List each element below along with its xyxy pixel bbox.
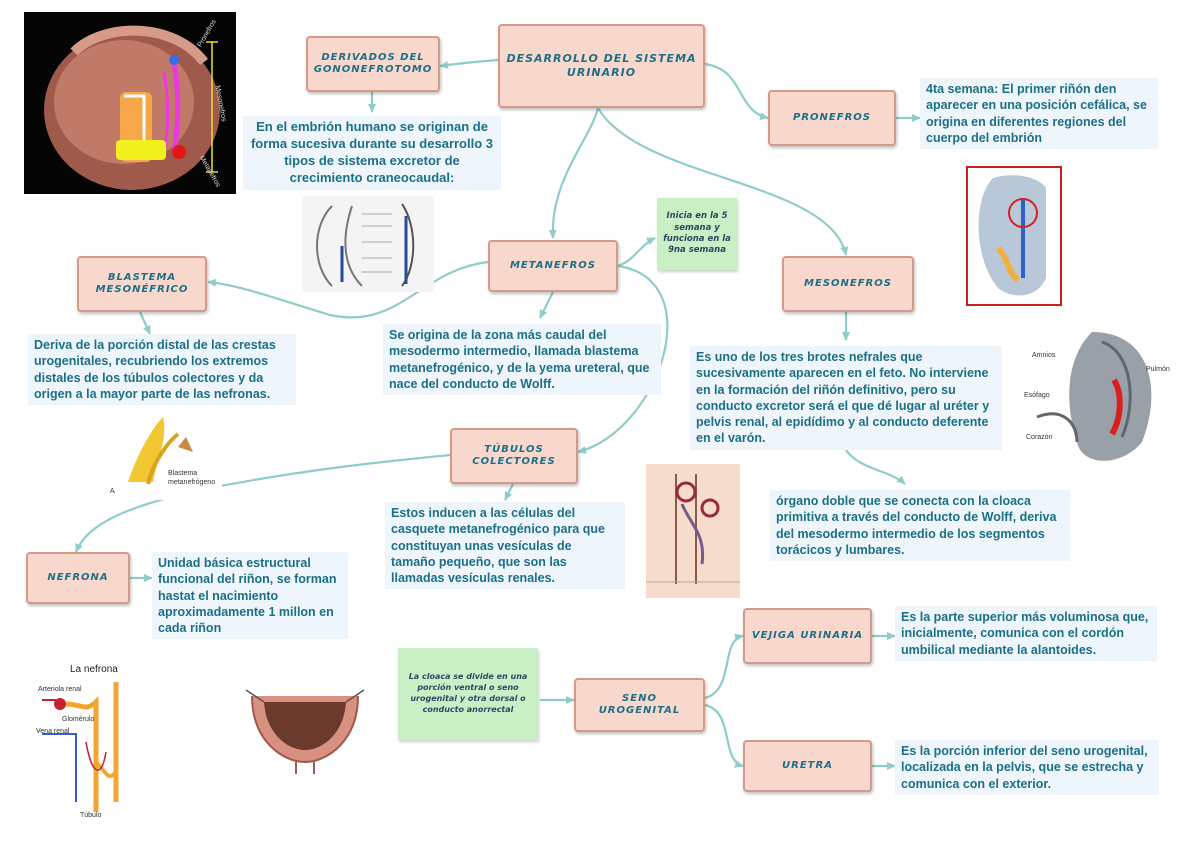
blastema-label-1: Blastema: [168, 470, 198, 477]
note-nefrona: Unidad básica estructural funcional del …: [152, 552, 348, 640]
note-vejiga: Es la parte superior más voluminosa que,…: [895, 606, 1157, 661]
mesonefros-label-esofago: Esófago: [1024, 392, 1050, 399]
collecting-tubules-illustration: [646, 464, 740, 598]
mesonefros-label-corazon: Corazón: [1026, 434, 1053, 441]
edge-tubulos-note: [504, 483, 514, 501]
embryo-illustration: Pronefros Mesonefros Metanefros: [24, 12, 236, 194]
edge-root-metanefros: [548, 107, 600, 239]
note-pronefros: 4ta semana: El primer riñón den aparecer…: [920, 78, 1158, 149]
edge-root-derivados: [439, 58, 499, 69]
node-pronefros[interactable]: PRONEFROS: [768, 90, 896, 146]
note-tubulos: Estos inducen a las células del casquete…: [385, 502, 625, 590]
mesonefros-label-amnios: Amnios: [1032, 352, 1056, 359]
nefrona-title: La nefrona: [70, 664, 118, 675]
edge-metanefros-sticky: [617, 237, 656, 268]
edge-metanefros-tubulos: [577, 264, 669, 454]
note-mesonefros-2: órgano doble que se conecta con la cloac…: [770, 490, 1070, 561]
node-uretra[interactable]: URETRA: [743, 740, 872, 792]
node-mesonefros[interactable]: MESONEFROS: [782, 256, 914, 312]
edge-blastema-note: [138, 311, 152, 335]
node-derivados[interactable]: DERIVADOS DEL GONONEFROTOMO: [306, 36, 440, 92]
node-seno[interactable]: SENO UROGENITAL: [574, 678, 705, 732]
node-metanefros[interactable]: METANEFROS: [488, 240, 618, 292]
note-derivados: En el embrión humano se originan de form…: [243, 116, 501, 190]
node-tubulos[interactable]: TÚBULOS COLECTORES: [450, 428, 578, 484]
nefrona-label-tubulo: Túbulo: [80, 812, 102, 819]
node-nefrona[interactable]: NEFRONA: [26, 552, 130, 604]
blastema-label-2: metanefrógeno: [168, 479, 216, 486]
edge-root-pronefros: [704, 62, 769, 120]
blastema-label-a: A: [110, 488, 115, 495]
nefrona-illustration: La nefrona Arteriola renal Glomérulo Ven…: [36, 662, 138, 822]
node-blastema[interactable]: BLASTEMA MESONÉFRICO: [77, 256, 207, 312]
sticky-metanefros: Inicia en la 5 semana y funciona en la 9…: [657, 198, 737, 270]
edge-seno-vejiga: [704, 633, 744, 700]
edge-seno-uretra: [704, 703, 744, 768]
mesonefros-label-pulmon: Pulmón: [1146, 366, 1170, 373]
edge-metanefros-blastema: [207, 260, 489, 319]
bladder-illustration: [244, 682, 366, 774]
nefrona-label-arteriola: Arteriola renal: [38, 686, 82, 693]
note-metanefros: Se origina de la zona más caudal del mes…: [383, 324, 661, 395]
excretory-systems-illustration: [302, 196, 434, 292]
note-uretra: Es la porción inferior del seno urogenit…: [895, 740, 1159, 795]
pronefros-illustration: [966, 166, 1062, 306]
sticky-seno: La cloaca se divide en una porción ventr…: [398, 648, 538, 740]
nefrona-label-vena: Vena renal: [36, 728, 70, 735]
note-blastema: Deriva de la porción distal de las crest…: [28, 334, 296, 405]
blastema-illustration: Blastema metanefrógeno A: [108, 412, 222, 500]
note-mesonefros-1: Es uno de los tres brotes nefrales que s…: [690, 346, 1002, 450]
node-vejiga[interactable]: VEJIGA URINARIA: [743, 608, 872, 664]
edge-root-mesonefros: [597, 107, 849, 256]
nefrona-label-glomerulo: Glomérulo: [62, 716, 95, 723]
edge-mesonefros-note2: [845, 449, 906, 485]
edge-metanefros-note: [539, 291, 554, 319]
mesonefros-illustration: Amnios Pulmón Esófago Corazón: [1022, 322, 1174, 470]
node-root[interactable]: DESARROLLO DEL SISTEMA URINARIO: [498, 24, 705, 108]
